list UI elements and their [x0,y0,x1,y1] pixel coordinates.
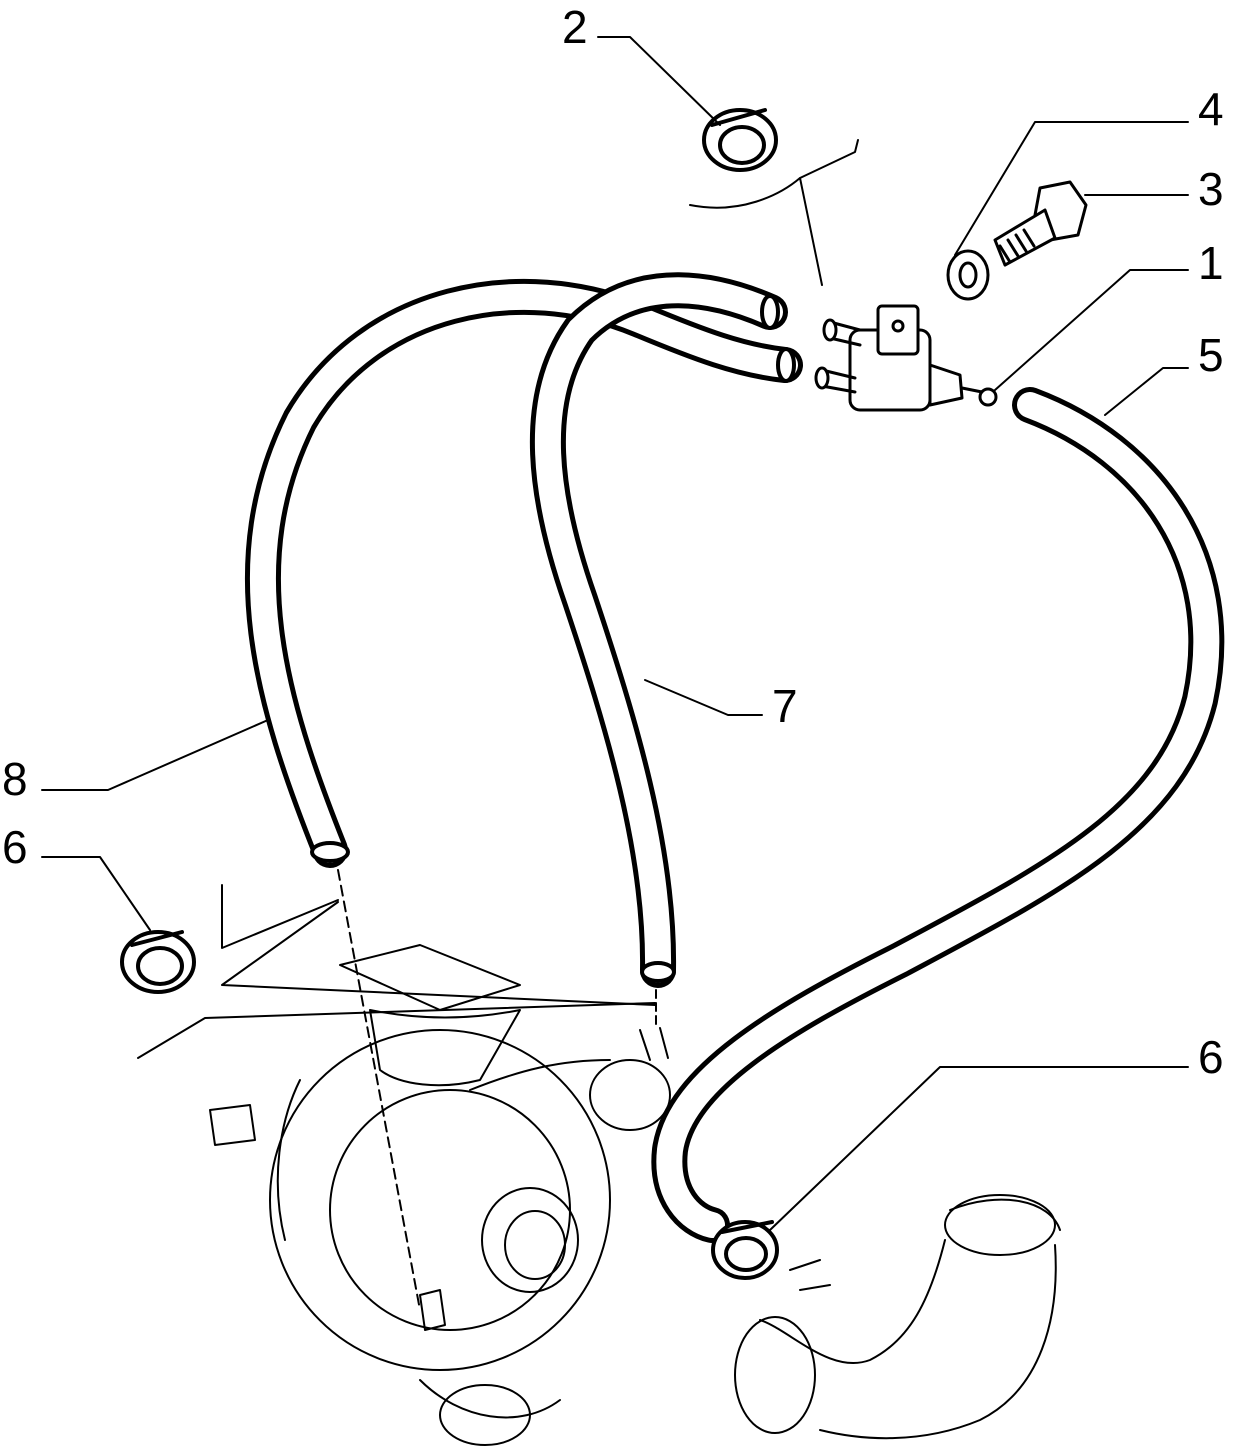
intake-pipe [734,1194,1061,1440]
clamp-6-left [120,930,196,994]
hose-8 [244,278,803,868]
callout-3: 3 [1198,163,1224,215]
clamp-6-right [711,1220,779,1280]
hose-5 [651,387,1225,1243]
callout-1: 1 [1198,237,1224,289]
leader-lines [41,36,1189,1311]
callout-6-left: 6 [2,821,28,873]
callout-2: 2 [562,1,588,53]
washer-4 [946,249,990,301]
hose-7 [529,272,788,988]
callout-6-right: 6 [1198,1031,1224,1083]
bolt-3 [993,180,1088,267]
valve-1 [814,304,998,412]
clamp-2 [702,108,778,172]
callout-8: 8 [2,753,28,805]
callout-4: 4 [1198,83,1224,135]
callout-7: 7 [772,680,798,732]
callout-5: 5 [1198,329,1224,381]
turbocharger [209,944,671,1446]
